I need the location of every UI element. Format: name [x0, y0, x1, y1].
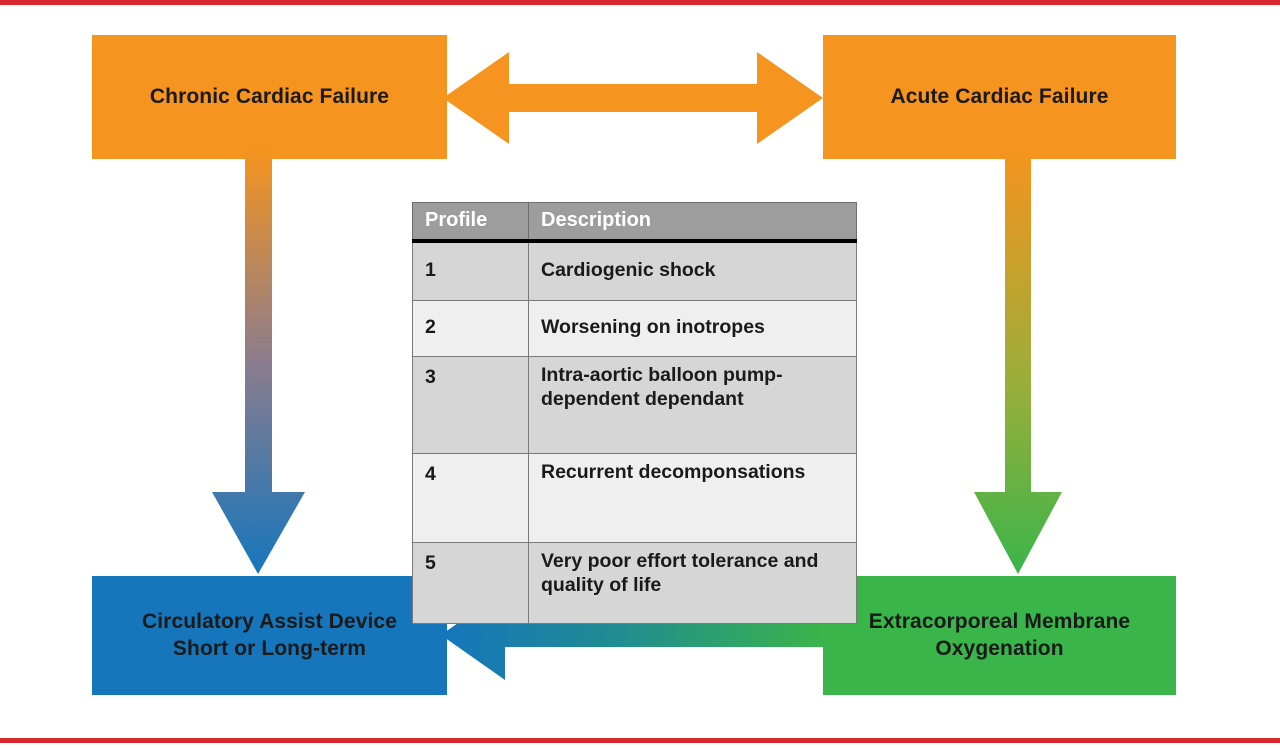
arrow-left-ecmo-to-assist-icon	[441, 588, 825, 682]
table-cell-description: Cardiogenic shock	[528, 240, 857, 301]
node-assist-device-line-1: Circulatory Assist Device	[141, 610, 397, 634]
node-chronic-cardiac-failure: Chronic Cardiac Failure	[92, 35, 447, 159]
table-cell-description: Worsening on inotropes	[528, 300, 857, 357]
table-header-description: Description	[528, 202, 857, 243]
table-cell-profile: 3	[412, 356, 529, 454]
table-cell-description: Intra-aortic balloon pump-dependent depe…	[528, 356, 857, 454]
table-cell-profile: 1	[412, 240, 529, 301]
node-ecmo-line-1: Extracorporeal Membrane	[868, 610, 1131, 634]
table-row: 1 Cardiogenic shock	[412, 240, 857, 301]
top-rule	[0, 0, 1280, 5]
node-chronic-label: Chronic Cardiac Failure	[149, 84, 390, 108]
table-row: 3 Intra-aortic balloon pump-dependent de…	[412, 356, 857, 454]
table-row: 2 Worsening on inotropes	[412, 300, 857, 357]
table-cell-description: Recurrent decomponsations	[528, 453, 857, 543]
node-assist-device-line-2: Short or Long-term	[172, 636, 367, 660]
table-row: 5 Very poor effort tolerance and quality…	[412, 542, 857, 624]
table-cell-description: Very poor effort tolerance and quality o…	[528, 542, 857, 624]
table-cell-profile: 2	[412, 300, 529, 357]
node-acute-cardiac-failure: Acute Cardiac Failure	[823, 35, 1176, 159]
node-circulatory-assist-device: Circulatory Assist Device Short or Long-…	[92, 576, 447, 695]
table-header-row: Profile Description	[412, 202, 857, 243]
node-ecmo-label: Extracorporeal Membrane Oxygenation	[869, 609, 1130, 661]
bidirectional-arrow-icon	[443, 50, 823, 146]
table-cell-profile: 5	[412, 542, 529, 624]
node-extracorporeal-membrane-oxygenation: Extracorporeal Membrane Oxygenation	[823, 576, 1176, 695]
table-row: 4 Recurrent decomponsations	[412, 453, 857, 543]
node-acute-label: Acute Cardiac Failure	[890, 84, 1109, 108]
node-ecmo-line-2: Oxygenation	[935, 636, 1064, 660]
profile-description-table: Profile Description 1 Cardiogenic shock …	[412, 202, 857, 624]
arrow-down-acute-to-ecmo-icon	[972, 150, 1064, 574]
arrow-down-chronic-to-assist-icon	[210, 150, 306, 574]
table-header-profile: Profile	[412, 202, 529, 243]
table-cell-profile: 4	[412, 453, 529, 543]
bottom-rule	[0, 738, 1280, 743]
node-assist-device-label: Circulatory Assist Device Short or Long-…	[142, 609, 397, 661]
